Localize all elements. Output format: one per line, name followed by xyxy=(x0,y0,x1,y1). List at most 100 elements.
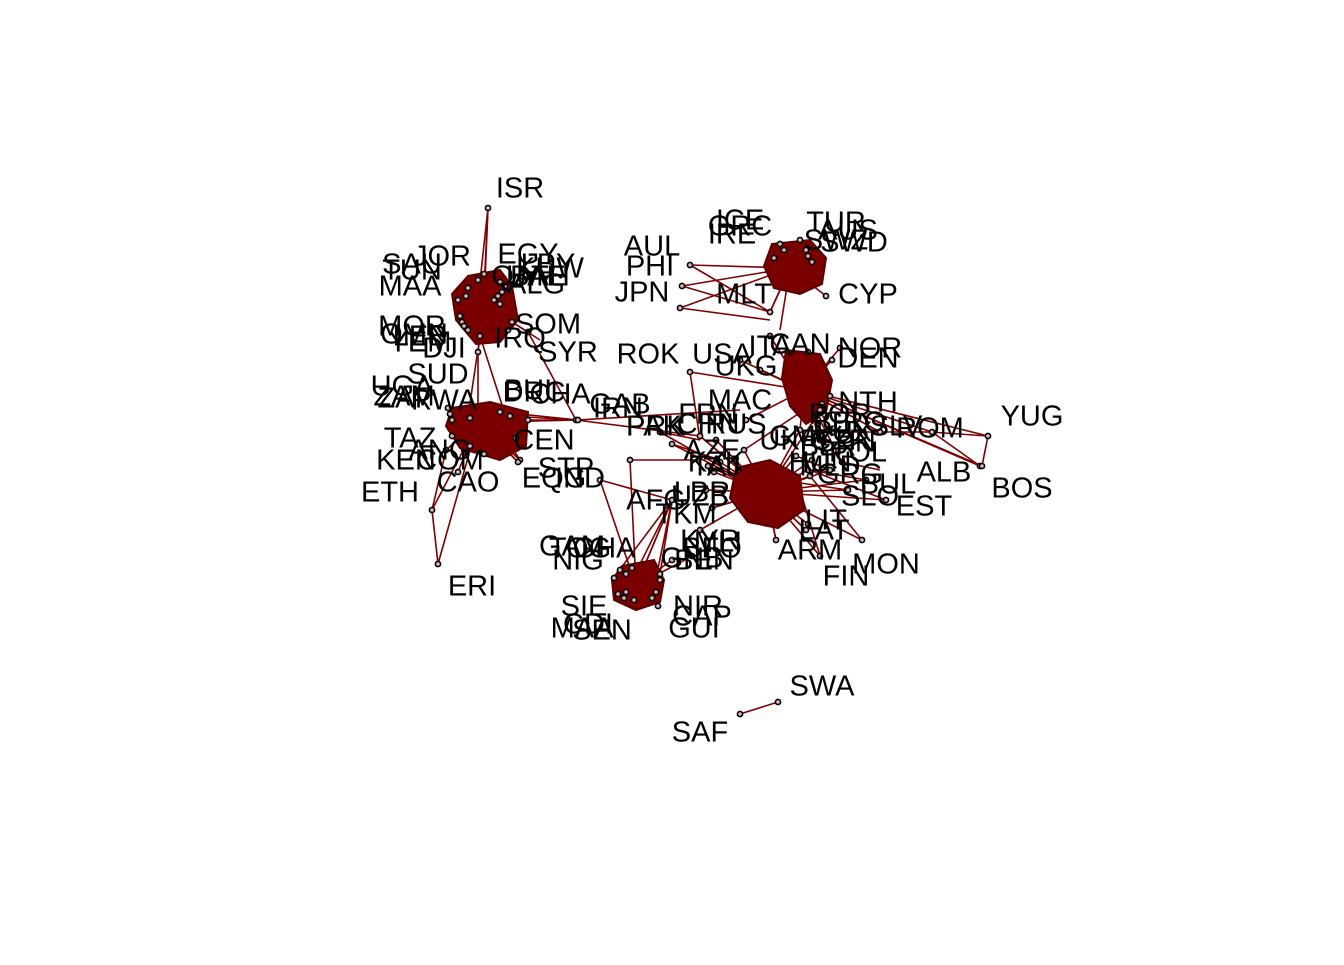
node xyxy=(496,278,504,286)
node xyxy=(806,472,814,480)
node-label: SUD xyxy=(407,359,468,391)
node-label: LBY xyxy=(521,249,576,281)
edge xyxy=(431,509,439,565)
node xyxy=(816,406,824,414)
node-label: YEM xyxy=(389,327,452,359)
node xyxy=(710,468,718,476)
node xyxy=(876,428,884,436)
node xyxy=(446,410,454,418)
node xyxy=(460,322,468,330)
node xyxy=(656,428,664,436)
node-label: SYR xyxy=(538,337,598,369)
node xyxy=(704,462,712,470)
node-label: CRO xyxy=(822,407,886,439)
node-label: ZAM xyxy=(373,381,434,413)
node xyxy=(826,466,834,474)
node-label: NTH xyxy=(838,387,898,419)
edge xyxy=(527,331,577,421)
node xyxy=(796,236,804,244)
node xyxy=(804,520,812,528)
node-label: LEB xyxy=(393,321,448,353)
node-label: RWA xyxy=(411,385,478,417)
node xyxy=(686,368,694,376)
node xyxy=(512,434,520,442)
node-label: AFG xyxy=(626,485,686,517)
node-label: KUW xyxy=(516,253,584,285)
node xyxy=(796,426,804,434)
node-label: SWA xyxy=(790,671,856,703)
node xyxy=(708,504,716,512)
node-label: KEN xyxy=(376,445,436,477)
node xyxy=(984,432,992,440)
node-label: SIE xyxy=(561,591,608,623)
edge xyxy=(929,431,989,437)
node xyxy=(434,560,442,568)
node-label: IRE xyxy=(708,219,756,251)
node-label: DRC xyxy=(503,377,566,409)
node-label: PAK xyxy=(626,411,683,443)
node-label: SPN xyxy=(816,427,876,459)
node-label: UAE xyxy=(506,261,566,293)
node xyxy=(696,432,704,440)
edge xyxy=(739,701,779,715)
node-label: JOR xyxy=(413,241,471,273)
node-label: LBR xyxy=(674,477,730,509)
node-label: BAH xyxy=(510,261,570,293)
node xyxy=(508,318,516,326)
node xyxy=(484,204,492,212)
node xyxy=(444,404,452,412)
node-label: YUG xyxy=(1001,401,1064,433)
edge xyxy=(981,435,989,467)
node xyxy=(596,476,604,484)
node-label: ROK xyxy=(617,339,681,371)
node xyxy=(501,282,509,290)
node-label: SAU xyxy=(382,249,442,281)
edge xyxy=(931,431,981,467)
node xyxy=(820,448,828,456)
node-label: ANG xyxy=(409,435,472,467)
node-label: GMY xyxy=(769,421,835,453)
node-label: ARM xyxy=(778,535,842,567)
node-label: GHA xyxy=(573,533,637,565)
node xyxy=(476,332,484,340)
node xyxy=(466,414,474,422)
node xyxy=(464,326,472,334)
node-label: POL xyxy=(829,437,887,469)
node xyxy=(496,408,504,416)
node xyxy=(614,590,622,598)
node xyxy=(490,296,498,304)
node-label: COM xyxy=(416,445,484,477)
node-label: STP xyxy=(538,453,594,485)
edge xyxy=(431,449,447,511)
node-label: NIG xyxy=(552,545,604,577)
node-label: CAN xyxy=(769,329,830,361)
node xyxy=(756,366,764,374)
node-label: LIT xyxy=(805,505,847,537)
node xyxy=(474,276,482,284)
node xyxy=(494,292,502,300)
node-label: ERI xyxy=(448,571,496,603)
edge xyxy=(679,307,771,321)
node-label: IRQ xyxy=(494,323,546,355)
node-label: GUI xyxy=(668,613,720,645)
node xyxy=(648,594,656,602)
node-label: SLV xyxy=(870,411,923,443)
node xyxy=(814,416,822,424)
node xyxy=(622,588,630,596)
node-label: CDI xyxy=(563,609,613,641)
node xyxy=(496,300,504,308)
node-label: MON xyxy=(852,549,920,581)
node-label: ETH xyxy=(361,477,419,509)
node xyxy=(668,440,676,448)
node xyxy=(804,466,812,474)
edge xyxy=(803,389,989,437)
node xyxy=(622,570,630,578)
node xyxy=(656,576,664,584)
node-label: MAC xyxy=(708,385,772,417)
node-label: QAT xyxy=(491,261,549,293)
node-label: SOM xyxy=(515,309,581,341)
node-label: AZE xyxy=(684,435,740,467)
node xyxy=(838,458,846,466)
node-label: EST xyxy=(896,491,953,523)
